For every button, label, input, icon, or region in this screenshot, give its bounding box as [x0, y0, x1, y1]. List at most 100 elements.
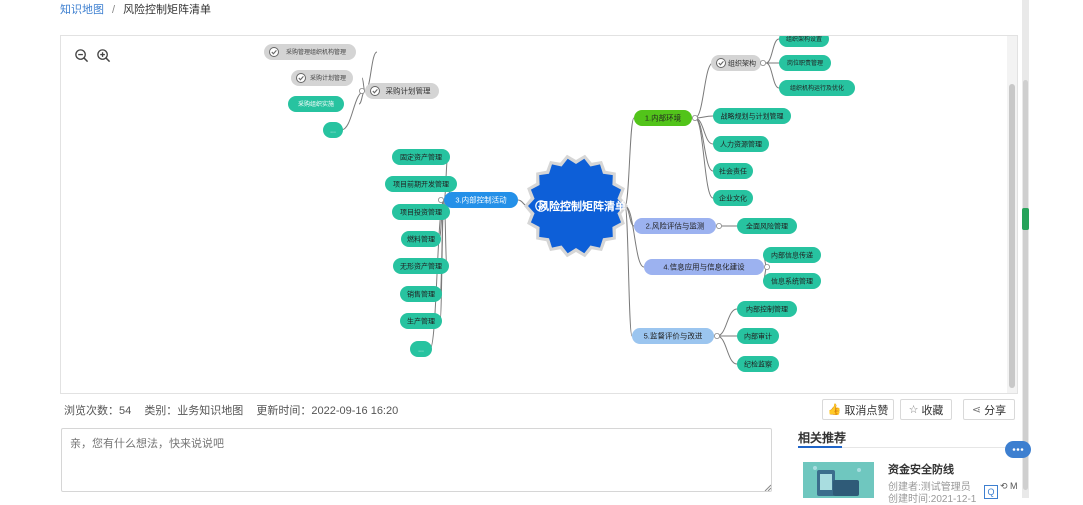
expand-toggle[interactable] [358, 88, 365, 95]
mindmap-scroll-thumb[interactable] [1009, 84, 1015, 388]
leaf-control-1-bg [385, 176, 457, 192]
leaf-purchase-more-label: ... [330, 128, 336, 135]
breadcrumb-current: 风险控制矩阵清单 [123, 4, 212, 16]
expand-toggle[interactable] [692, 115, 699, 122]
leaf-control-0-bg [392, 149, 450, 165]
leaf-monitor-1[interactable]: 内部审计 [737, 328, 779, 344]
leaf-info-0-bg [763, 247, 821, 263]
leaf-control-7[interactable]: ... [410, 341, 432, 357]
comment-input[interactable] [61, 428, 772, 492]
leaf-control-3-label: 燃料管理 [407, 235, 435, 244]
leaf-monitor-0[interactable]: 内部控制管理 [737, 301, 797, 317]
branch-monitor-bg [632, 328, 714, 344]
mindmap-canvas[interactable]: 风险控制矩阵清单 采购计划管理 采购管理组织机构管理采购计划管理采购组织实施... 3… [60, 35, 1018, 394]
related-item-name[interactable]: 资金安全防线 [888, 464, 954, 476]
leaf-control-5[interactable]: 销售管理 [400, 286, 442, 302]
chat-bubble-icon[interactable] [1005, 441, 1031, 458]
center-node[interactable]: 风险控制矩阵清单 [524, 154, 628, 258]
branch-internal-control[interactable]: 3.内部控制活动 [444, 192, 518, 208]
breadcrumb-knowledge-map[interactable]: 知识地图 [60, 4, 104, 16]
leaf-control-7-bg [410, 341, 432, 357]
leaf-org-0[interactable]: 组织架构设置 [779, 36, 829, 47]
check-circle-icon [535, 200, 547, 212]
qr-code-icon[interactable]: Q [984, 485, 998, 499]
leaf-info-1[interactable]: 信息系统管理 [763, 273, 821, 289]
branch-purchase-plan-bg [365, 83, 439, 99]
leaf-env-1-label: 人力资源管理 [720, 140, 762, 149]
branch-info-bg [644, 259, 764, 275]
mindmap-edge [624, 205, 645, 268]
branch-info-label: 4.信息应用与信息化建设 [663, 262, 745, 272]
leaf-purchase-org[interactable]: 采购管理组织机构管理 [264, 44, 356, 60]
resize-handle-icon[interactable] [764, 484, 771, 491]
branch-risk[interactable]: 2.风险评估与监测 [634, 218, 716, 234]
branch-info[interactable]: 4.信息应用与信息化建设 [644, 259, 764, 275]
expand-toggle[interactable] [760, 59, 767, 66]
branch-org-label: 组织架构 [728, 59, 756, 68]
leaf-purchase-more[interactable]: ... [323, 122, 343, 138]
unlike-button[interactable]: 👍取消点赞 [822, 399, 894, 420]
leaf-info-0[interactable]: 内部信息传递 [763, 247, 821, 263]
favorite-button[interactable]: ☆收藏 [900, 399, 952, 420]
related-thumbnail[interactable] [803, 462, 874, 498]
check-circle-icon [269, 47, 279, 57]
leaf-purchase-more-bg [323, 122, 343, 138]
mindmap-edge [765, 38, 780, 64]
zoom-out-icon[interactable] [74, 48, 89, 63]
leaf-control-3[interactable]: 燃料管理 [401, 231, 441, 247]
leaf-env-1-bg [713, 136, 769, 152]
leaf-env-2[interactable]: 社会责任 [713, 163, 753, 179]
page-scroll-thumb[interactable] [1023, 80, 1028, 490]
leaf-org-1-bg [779, 55, 831, 71]
leaf-control-1[interactable]: 项目前期开发管理 [385, 176, 457, 192]
leaf-purchase-plan[interactable]: 采购计划管理 [291, 70, 353, 86]
leaf-org-1[interactable]: 岗位职责管理 [779, 55, 831, 71]
leaf-control-5-label: 销售管理 [407, 290, 435, 299]
leaf-control-6-label: 生产管理 [407, 317, 435, 326]
zoom-in-icon[interactable] [96, 48, 111, 63]
page-scrollbar[interactable] [1022, 0, 1029, 498]
mindmap-edge [716, 335, 738, 365]
leaf-purchase-plan-bg [291, 70, 353, 86]
leaf-control-0[interactable]: 固定资产管理 [392, 149, 450, 165]
mindmap-edge [694, 117, 714, 199]
leaf-env-2-label: 社会责任 [719, 167, 747, 176]
branch-monitor[interactable]: 5.监督评价与改进 [632, 328, 714, 344]
knowledge-meta: 浏览次数：54 类别：业务知识地图 更新时间：2022-09-16 16:20 [64, 402, 408, 418]
branch-env[interactable]: 1.内部环境 [634, 110, 692, 126]
mindmap-edge [624, 205, 633, 337]
branch-org[interactable]: 组织架构 [711, 55, 761, 71]
branch-purchase-plan[interactable]: 采购计划管理 [365, 83, 439, 99]
leaf-env-1[interactable]: 人力资源管理 [713, 136, 769, 152]
leaf-risk-0-label: 全面风险管理 [746, 222, 788, 231]
leaf-monitor-2[interactable]: 纪检监察 [737, 356, 779, 372]
leaf-env-0[interactable]: 战略规划与计划管理 [713, 108, 791, 124]
expand-toggle[interactable] [437, 196, 444, 203]
leaf-env-3[interactable]: 企业文化 [713, 190, 753, 206]
scroll-grip[interactable] [1022, 208, 1029, 230]
favorite-label: 收藏 [921, 404, 944, 417]
leaf-org-0-bg [779, 36, 829, 47]
mindmap-scrollbar[interactable] [1007, 36, 1017, 393]
related-title-underline [798, 446, 842, 448]
star-icon: ☆ [908, 404, 919, 416]
leaf-monitor-2-label: 纪检监察 [744, 360, 772, 369]
share-button[interactable]: ⋖分享 [963, 399, 1015, 420]
leaf-org-2[interactable]: 组织机构运行及优化 [779, 80, 855, 96]
leaf-risk-0[interactable]: 全面风险管理 [737, 218, 797, 234]
leaf-control-4-label: 无形资产管理 [400, 262, 442, 271]
expand-toggle[interactable] [714, 332, 721, 339]
leaf-control-2[interactable]: 项目投资管理 [392, 204, 450, 220]
leaf-control-6[interactable]: 生产管理 [400, 313, 442, 329]
chat-dots-icon [1012, 448, 1024, 451]
leaf-org-2-label: 组织机构运行及优化 [790, 84, 844, 92]
expand-toggle[interactable] [764, 263, 771, 270]
leaf-control-4[interactable]: 无形资产管理 [393, 258, 449, 274]
branch-risk-bg [634, 218, 716, 234]
related-title: 相关推荐 [798, 431, 847, 445]
leaf-purchase-implement[interactable]: 采购组织实施 [288, 96, 344, 112]
leaf-org-2-bg [779, 80, 855, 96]
leaf-purchase-implement-label: 采购组织实施 [298, 100, 334, 108]
expand-toggle[interactable] [716, 222, 723, 229]
leaf-monitor-1-label: 内部审计 [744, 332, 772, 341]
